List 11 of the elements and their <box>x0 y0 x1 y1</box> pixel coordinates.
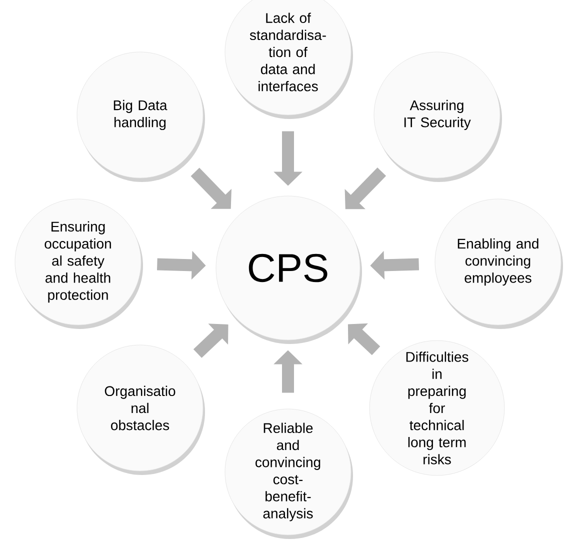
circle-node: CPS <box>216 196 362 344</box>
block-arrow <box>190 168 232 209</box>
circle-node: Big Data handling <box>76 52 205 182</box>
circle-node: Assuring IT Security <box>374 52 502 182</box>
circle-node: Reliable and convincing cost- benefit- analysis <box>224 408 353 539</box>
circle-node: Enabling and convincing employees <box>434 198 563 329</box>
circle-node: Difficulties in preparing for technical long term risks <box>369 340 505 476</box>
block-arrow <box>344 168 386 210</box>
block-arrow <box>193 324 228 358</box>
circle-node: Organisatio nal obstacles <box>76 344 205 475</box>
circle-node: Ensuring occupation al safety and health protection <box>14 198 143 329</box>
